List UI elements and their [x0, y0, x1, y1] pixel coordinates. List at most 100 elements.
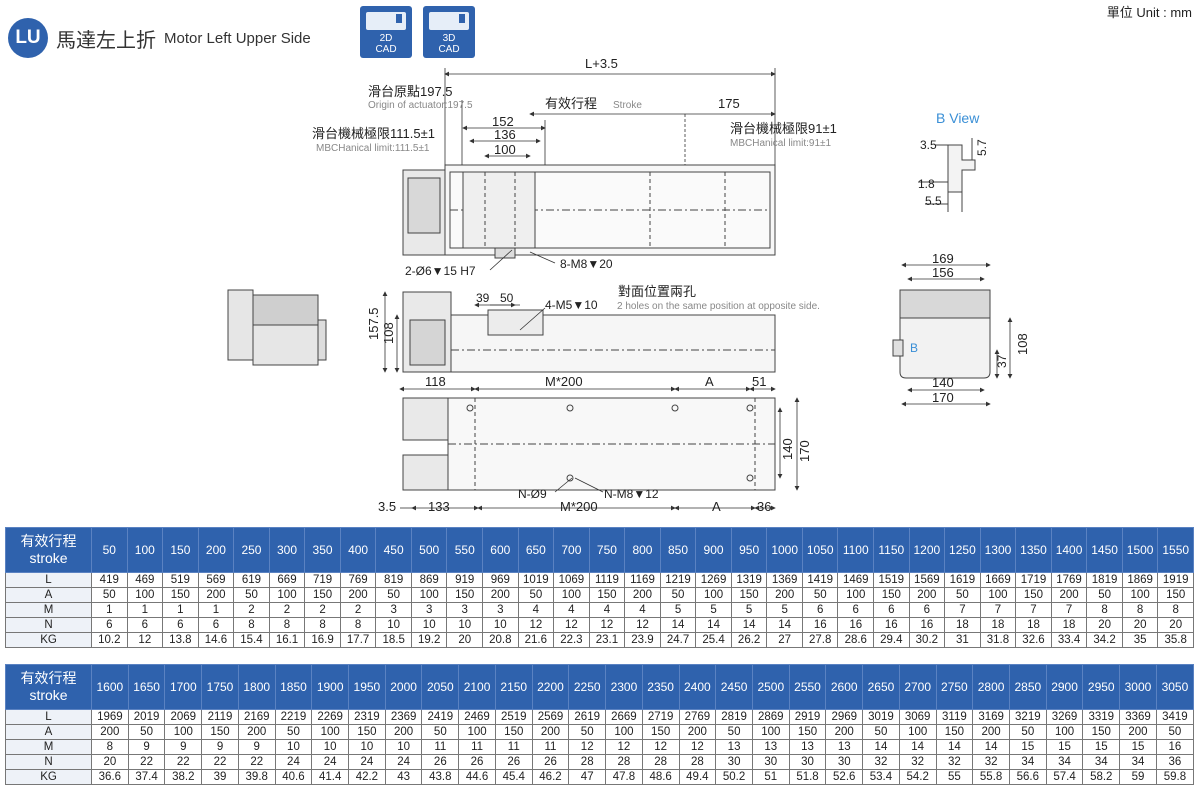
dim-51: 51 — [752, 374, 766, 389]
stroke-cell: 2950 — [1082, 664, 1121, 710]
table-cell: 2219 — [274, 709, 313, 725]
stroke-cell: 2750 — [935, 664, 974, 710]
table-cell: 3 — [375, 602, 412, 618]
row-label: M — [5, 739, 92, 755]
row-label: M — [5, 602, 92, 618]
row-label: N — [5, 617, 92, 633]
title-chinese: 馬達左上折 — [56, 29, 156, 52]
table-cell: 6 — [873, 602, 910, 618]
table-cell: 10 — [311, 739, 350, 755]
dim-136: 136 — [494, 127, 516, 142]
table-cell: 9 — [237, 739, 276, 755]
table-cell: 44.6 — [458, 769, 496, 785]
table-cell: 14.6 — [197, 632, 235, 648]
stroke-cell: 2900 — [1045, 664, 1084, 710]
stroke-cell: 2800 — [972, 664, 1010, 710]
table-cell: 12 — [553, 617, 590, 633]
table-cell: 43 — [384, 769, 423, 785]
stroke-cell: 1700 — [164, 664, 203, 710]
table-cell: 46.2 — [531, 769, 570, 785]
front-view — [402, 291, 776, 373]
table-cell: 2819 — [715, 709, 753, 725]
table-cell: 3269 — [1045, 709, 1084, 725]
stroke-cell: 2200 — [531, 664, 570, 710]
table-cell: 59.8 — [1155, 769, 1195, 785]
table-cell: 4 — [624, 602, 661, 618]
table-cell: 35 — [1121, 632, 1159, 648]
table-cell: 1 — [126, 602, 164, 618]
dim-175: 175 — [718, 96, 740, 111]
dim-36: 36 — [757, 499, 771, 514]
table-cell: 1219 — [659, 572, 697, 588]
table-cell: 1 — [162, 602, 199, 618]
table-cell: 55 — [935, 769, 974, 785]
table-cell: 50 — [375, 587, 412, 603]
row-label: A — [5, 724, 92, 740]
dim-133: 133 — [428, 499, 450, 514]
stroke-cell: 1200 — [908, 527, 946, 573]
table-cell: 18 — [944, 617, 981, 633]
dim-118: 118 — [425, 374, 446, 389]
table-cell: 200 — [678, 724, 717, 740]
table-cell: 32 — [862, 754, 900, 770]
table-cell: 819 — [375, 572, 412, 588]
stroke-cell: 3000 — [1119, 664, 1157, 710]
table-cell: 13 — [788, 739, 827, 755]
table-cell: 32 — [898, 754, 937, 770]
table-cell: 52.6 — [825, 769, 864, 785]
table-cell: 2019 — [127, 709, 166, 725]
table-cell: 9 — [164, 739, 203, 755]
table-cell: 27.8 — [801, 632, 839, 648]
table-cell: 20 — [446, 632, 484, 648]
table-cell: 30 — [788, 754, 827, 770]
table-cell: 17.7 — [339, 632, 377, 648]
table-cell: 3419 — [1155, 709, 1195, 725]
table-cell: 16 — [873, 617, 910, 633]
stroke-cell: 2400 — [678, 664, 717, 710]
table-cell: 150 — [304, 587, 341, 603]
table-cell: 36.6 — [91, 769, 129, 785]
table-cell: 24 — [274, 754, 313, 770]
table-cell: 14 — [972, 739, 1010, 755]
table-cell: 22 — [237, 754, 276, 770]
table-cell: 2169 — [237, 709, 276, 725]
table-cell: 150 — [730, 587, 768, 603]
stroke-cell: 200 — [197, 527, 235, 573]
table-cell: 58.2 — [1082, 769, 1121, 785]
table-cell: 47 — [568, 769, 607, 785]
table-cell: 50 — [127, 724, 166, 740]
table-cell: 7 — [1015, 602, 1052, 618]
dim-n9: N-Ø9 — [518, 487, 547, 501]
cad-3d-button[interactable]: 3D CAD — [423, 6, 475, 58]
table-cell: 26 — [494, 754, 533, 770]
table-cell: 2369 — [384, 709, 423, 725]
table-cell: 200 — [91, 724, 129, 740]
stroke-cell: 1350 — [1015, 527, 1052, 573]
dim-100: 100 — [494, 142, 516, 157]
floppy-icon — [366, 12, 406, 30]
table-cell: 3 — [446, 602, 484, 618]
table-cell: 150 — [1082, 724, 1121, 740]
table-cell: 26 — [458, 754, 496, 770]
table-cell: 10 — [384, 739, 423, 755]
table-cell: 48.6 — [641, 769, 680, 785]
table-cell: 1169 — [624, 572, 661, 588]
table-cell: 11 — [494, 739, 533, 755]
table-cell: 22 — [164, 754, 203, 770]
dim-mech-left-en: MBCHanical limit:111.5±1 — [316, 143, 430, 154]
table-cell: 3369 — [1119, 709, 1157, 725]
table-cell: 19.2 — [410, 632, 448, 648]
stroke-cell: 1600 — [91, 664, 129, 710]
table-cell: 3219 — [1008, 709, 1047, 725]
table-cell: 719 — [304, 572, 341, 588]
cad-2d-button[interactable]: 2D CAD — [360, 6, 412, 58]
stroke-cell: 2600 — [825, 664, 864, 710]
table-cell: 30 — [825, 754, 864, 770]
row-label: KG — [5, 632, 92, 648]
table-cell: 100 — [410, 587, 448, 603]
stroke-cell: 1850 — [274, 664, 313, 710]
